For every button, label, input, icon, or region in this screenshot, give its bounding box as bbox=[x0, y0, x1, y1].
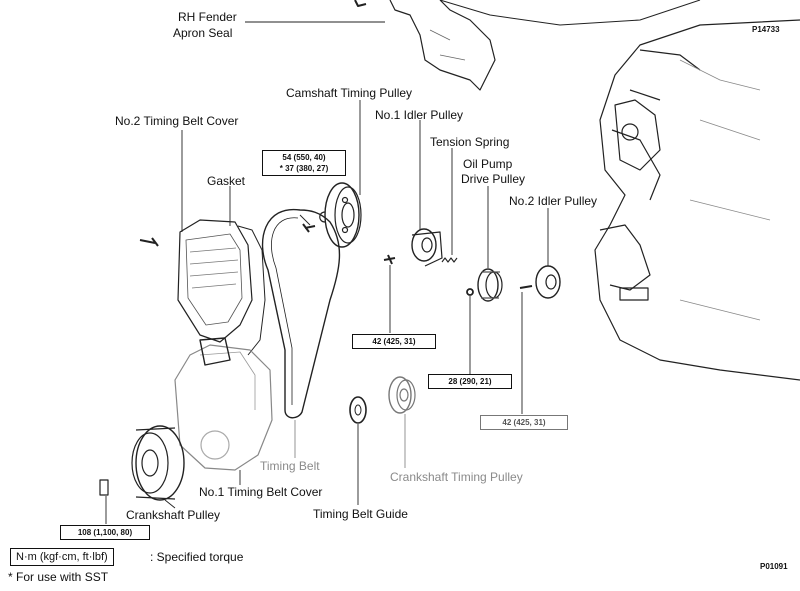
label-no2-idler-pulley: No.2 Idler Pulley bbox=[509, 194, 598, 208]
figure-ref-bottom: P01091 bbox=[760, 562, 788, 571]
timing-belt-guide bbox=[349, 396, 367, 424]
camshaft-timing-pulley bbox=[302, 182, 362, 248]
torque-box-camshaft: 54 (550, 40) * 37 (380, 27) bbox=[262, 150, 346, 176]
label-oil-pump: Oil Pump bbox=[463, 157, 513, 171]
no2-idler-pulley bbox=[519, 265, 561, 299]
figure-ref-top: P14733 bbox=[752, 25, 780, 34]
torque-box-no2-idler: 42 (425, 31) bbox=[480, 415, 568, 430]
label-no1-idler-pulley: No.1 Idler Pulley bbox=[375, 108, 464, 122]
no2-timing-belt-cover bbox=[177, 219, 253, 343]
label-camshaft-timing-pulley: Camshaft Timing Pulley bbox=[286, 86, 413, 100]
label-rh-fender: RH Fender bbox=[178, 10, 237, 24]
no1-timing-belt-cover bbox=[174, 337, 273, 471]
crankshaft-pulley bbox=[99, 425, 185, 501]
torque-box-idler: 42 (425, 31) bbox=[352, 334, 436, 349]
label-crankshaft-timing-pulley: Crankshaft Timing Pulley bbox=[390, 470, 523, 484]
torque-box-oil-pump: 28 (290, 21) bbox=[428, 374, 512, 389]
legend-sst-note: * For use with SST bbox=[8, 570, 109, 584]
label-crankshaft-pulley: Crankshaft Pulley bbox=[126, 508, 221, 522]
label-tension-spring: Tension Spring bbox=[430, 135, 510, 149]
label-drive-pulley: Drive Pulley bbox=[461, 172, 526, 186]
oil-pump-drive-pulley bbox=[466, 268, 503, 302]
torque-box-crankshaft: 108 (1,100, 80) bbox=[60, 525, 150, 540]
torque-camshaft-sst: * 37 (380, 27) bbox=[279, 164, 329, 173]
torque-camshaft-standard: 54 (550, 40) bbox=[282, 153, 326, 162]
no1-idler-pulley bbox=[383, 228, 443, 267]
label-gasket: Gasket bbox=[207, 174, 246, 188]
label-no2-timing-belt-cover: No.2 Timing Belt Cover bbox=[115, 114, 239, 128]
label-apron-seal: Apron Seal bbox=[173, 26, 233, 40]
leader-lines bbox=[105, 21, 549, 524]
label-timing-belt: Timing Belt bbox=[260, 459, 320, 473]
tension-spring bbox=[441, 257, 458, 263]
timing-belt bbox=[261, 208, 341, 419]
legend-units-box: N·m (kgf·cm, ft·lbf) bbox=[10, 548, 114, 566]
legend-description: : Specified torque bbox=[150, 550, 244, 564]
label-timing-belt-guide: Timing Belt Guide bbox=[313, 507, 408, 521]
engine-block bbox=[594, 19, 800, 381]
rh-fender-apron-seal bbox=[389, 0, 496, 91]
label-no1-timing-belt-cover: No.1 Timing Belt Cover bbox=[199, 485, 323, 499]
crankshaft-timing-pulley bbox=[388, 376, 416, 414]
gasket bbox=[237, 225, 266, 356]
